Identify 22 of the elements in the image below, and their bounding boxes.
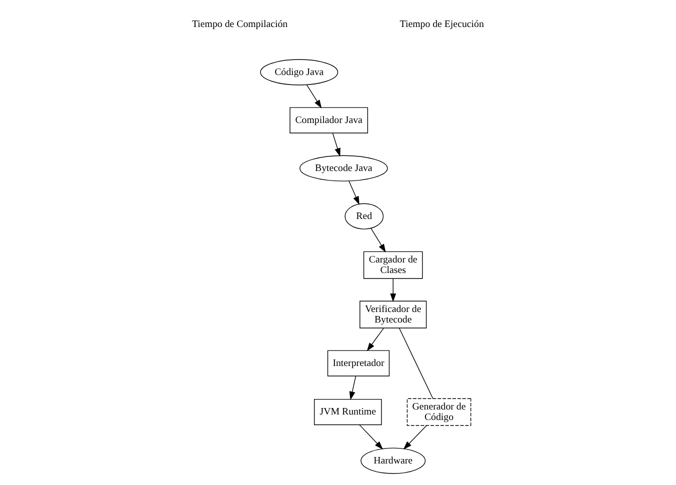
node-ellipse: Bytecode Java: [300, 155, 388, 182]
node-box: Generador de Código: [406, 398, 472, 426]
connector: [398, 328, 434, 399]
arrow: [349, 376, 356, 400]
node-box: Interpretador: [327, 350, 390, 376]
node-ellipse: Código Java: [260, 59, 338, 86]
node-box: Cargador de Clases: [363, 251, 423, 279]
arrow: [306, 84, 322, 108]
node-box: JVM Runtime: [314, 398, 382, 426]
arrow: [332, 132, 340, 157]
label: Tiempo de Ejecución: [400, 18, 484, 30]
node-ellipse: Red: [344, 203, 384, 230]
label: Tiempo de Compilación: [192, 18, 288, 30]
node-ellipse: Hardware: [360, 448, 426, 474]
arrow: [359, 424, 383, 450]
node-box: Compilador Java: [290, 107, 368, 134]
arrow: [403, 425, 427, 450]
node-box: Verificador de Bytecode: [360, 300, 427, 328]
arrow: [370, 228, 386, 252]
arrow: [390, 278, 396, 302]
arrow: [366, 328, 384, 352]
arrow: [348, 180, 360, 205]
